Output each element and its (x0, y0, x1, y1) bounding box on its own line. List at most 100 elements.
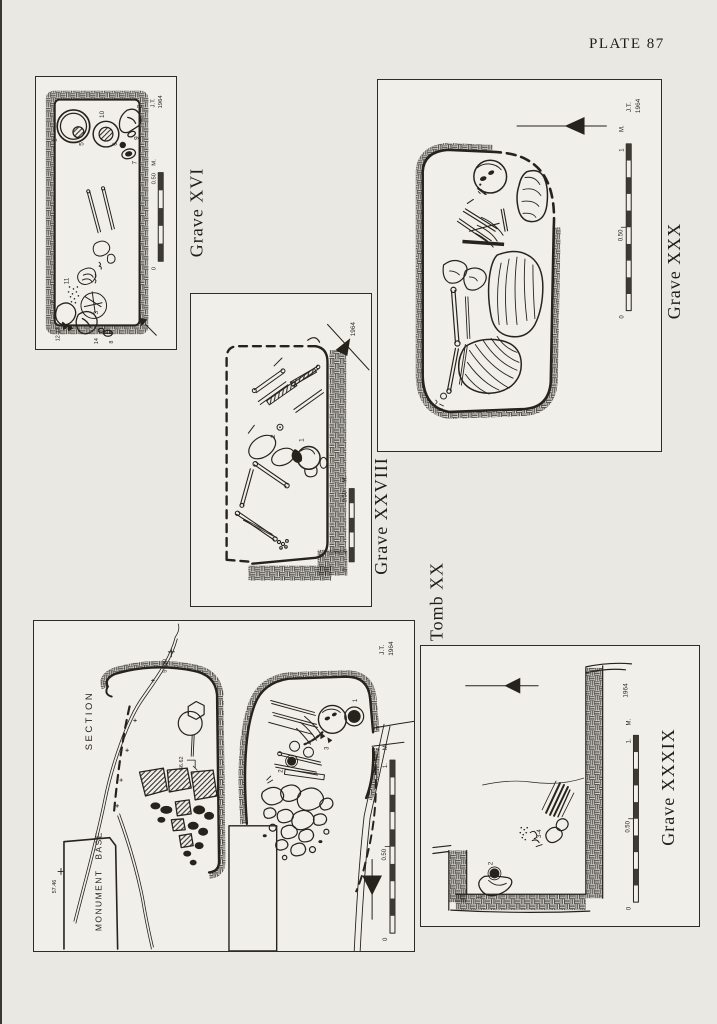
grave-xvi-scale-bar: 0.50 M. 0 (151, 159, 164, 270)
plate-number: PLATE 87 (589, 36, 665, 52)
find-label: 2 (279, 769, 285, 773)
plan-outline-2 (364, 747, 375, 800)
find-label: 1 (185, 710, 191, 714)
grave-xvi-sherds (77, 240, 116, 319)
grave-xxviii-solid-wall (251, 344, 329, 565)
hatch-band-right (329, 350, 347, 554)
grave-xxx-skull (473, 159, 508, 195)
grave-xvi-floor (54, 99, 140, 326)
attribution-year: 1964 (350, 322, 357, 337)
find-label: 3 (324, 746, 330, 750)
grave-xxviii-title: Grave XXVIII (370, 457, 391, 575)
grave-xvi-outline (53, 98, 141, 327)
find-label: 3-4 (537, 829, 543, 838)
grave-xvi-drawing: 1 5 10 2 9 6 7 11 4 12-13 3 14 8 0.50 (45, 90, 164, 344)
grave-xxxix-bone-bundle (541, 780, 575, 818)
grave-xxviii-upper-bones (247, 337, 325, 434)
find-label: 1 (299, 438, 306, 442)
grave-xvi-title: Grave XVI (186, 167, 207, 258)
monument-label: BASE (94, 831, 104, 859)
hatch-wall-left (448, 850, 467, 903)
attribution-initials: J.T. (626, 102, 633, 112)
scale-one: 1 (619, 148, 625, 152)
plan-channel-lines (371, 720, 414, 747)
panel-grave-xxxix: 1 2 3-4 (420, 645, 700, 927)
section-outline-hook (105, 685, 113, 698)
grave-xxx-pelvis (442, 259, 487, 291)
section-tick-marks (115, 678, 155, 808)
grave-xvi-pins (86, 186, 115, 234)
scale-zero: 0 (342, 568, 348, 572)
find-label: 2 (136, 104, 143, 108)
scale-one: 1. (383, 763, 389, 768)
attribution-year: 1964 (635, 98, 642, 113)
grave-xxxix-drawing: 1 2 3-4 (432, 662, 639, 913)
north-arrow (516, 117, 607, 135)
find-label: 9 (134, 136, 141, 140)
scale-zero: 0 (626, 906, 632, 910)
section-outline (105, 666, 221, 874)
grave-xxviii-dashed-outline (225, 344, 317, 563)
attribution-year: 1964 (623, 683, 630, 698)
grave-xxviii-find-2: 2 (270, 423, 284, 438)
grave-xxxix-faint-line (482, 777, 585, 786)
plan-dashed-line (355, 751, 377, 893)
find-label: 6 (112, 142, 119, 146)
section-stone-pile (138, 767, 218, 866)
grave-xxx-drawing: 1 M. 0.50 0 J.T. 1964 (415, 98, 642, 419)
grave-xxx-scale-bar: 1 M. 0.50 0 (618, 125, 632, 319)
grave-xvi-pots-bottom (55, 302, 114, 337)
section-surface-line (73, 623, 180, 924)
section-slope-line (117, 813, 154, 950)
grave-xxx-leg-bones (435, 286, 471, 410)
find-label: 12-13 (56, 327, 62, 341)
find-label: 11 (64, 277, 71, 284)
scale-one: 1. (626, 738, 632, 743)
grave-xxx-dashed-outline (490, 150, 556, 229)
monument-label: MONUMENT (94, 870, 104, 932)
plan-stone-cluster (261, 784, 334, 861)
find-label: 1 (353, 698, 359, 702)
level-label: 57.30 (162, 659, 168, 673)
panel-grave-xxx: 1 M. 0.50 0 J.T. 1964 (377, 79, 662, 452)
scale-half: 0.50 (618, 229, 624, 241)
attribution-year: 1964 (158, 95, 164, 109)
grave-xxx-outline (421, 148, 556, 414)
panel-grave-xxviii: 2 1 (190, 293, 372, 607)
find-label: 1 (52, 138, 59, 142)
attribution-year: 1964 (388, 641, 395, 656)
hatch-wall-bottom (455, 894, 586, 911)
scale-unit: M. (151, 159, 157, 166)
level-57-30: 57.30 (162, 648, 175, 673)
grave-xxxix-center-finds: 3-4 (519, 818, 569, 848)
level-57-46: 57.46 (52, 868, 65, 894)
panel-tomb-xx: 57.30 (33, 620, 415, 952)
plan-skeleton: 1 3 2 (266, 698, 365, 784)
monument-base-plan (228, 825, 278, 951)
attribution-initials: J.T. (379, 645, 386, 655)
find-label: 2 (488, 862, 494, 865)
find-label: 10 (99, 110, 106, 118)
attribution-initials: J.T. (150, 98, 156, 108)
scale-zero: 0 (383, 937, 389, 941)
grave-xxxix-wall-outlines (432, 662, 633, 913)
section-dashed-line (112, 705, 131, 817)
level-56-62: 56.62 (179, 756, 198, 771)
grave-xxxix-scale-bar: 1. M. 0.50 0 (626, 718, 639, 910)
scan-edge-artifact (0, 0, 2, 1024)
tomb-xx-drawing: 57.30 (52, 623, 414, 951)
scale-zero: 0 (619, 315, 625, 319)
north-arrow (326, 323, 370, 371)
panel-grave-xvi: 1 5 10 2 9 6 7 11 4 12-13 3 14 8 0.50 (35, 76, 177, 350)
hatch-wall-right (585, 667, 603, 899)
find-label: 8 (109, 341, 115, 344)
scale-unit: M. (383, 743, 389, 750)
scale-half: 0.50 (151, 172, 157, 184)
find-label: 1 (478, 895, 484, 899)
grave-xxxix-title: Grave XXXIX (657, 728, 678, 846)
level-label: 56.62 (179, 756, 185, 770)
hatch-band-bottom (248, 565, 332, 581)
grave-xxx-title: Grave XXX (663, 222, 684, 320)
level-label: 57.46 (52, 880, 58, 894)
